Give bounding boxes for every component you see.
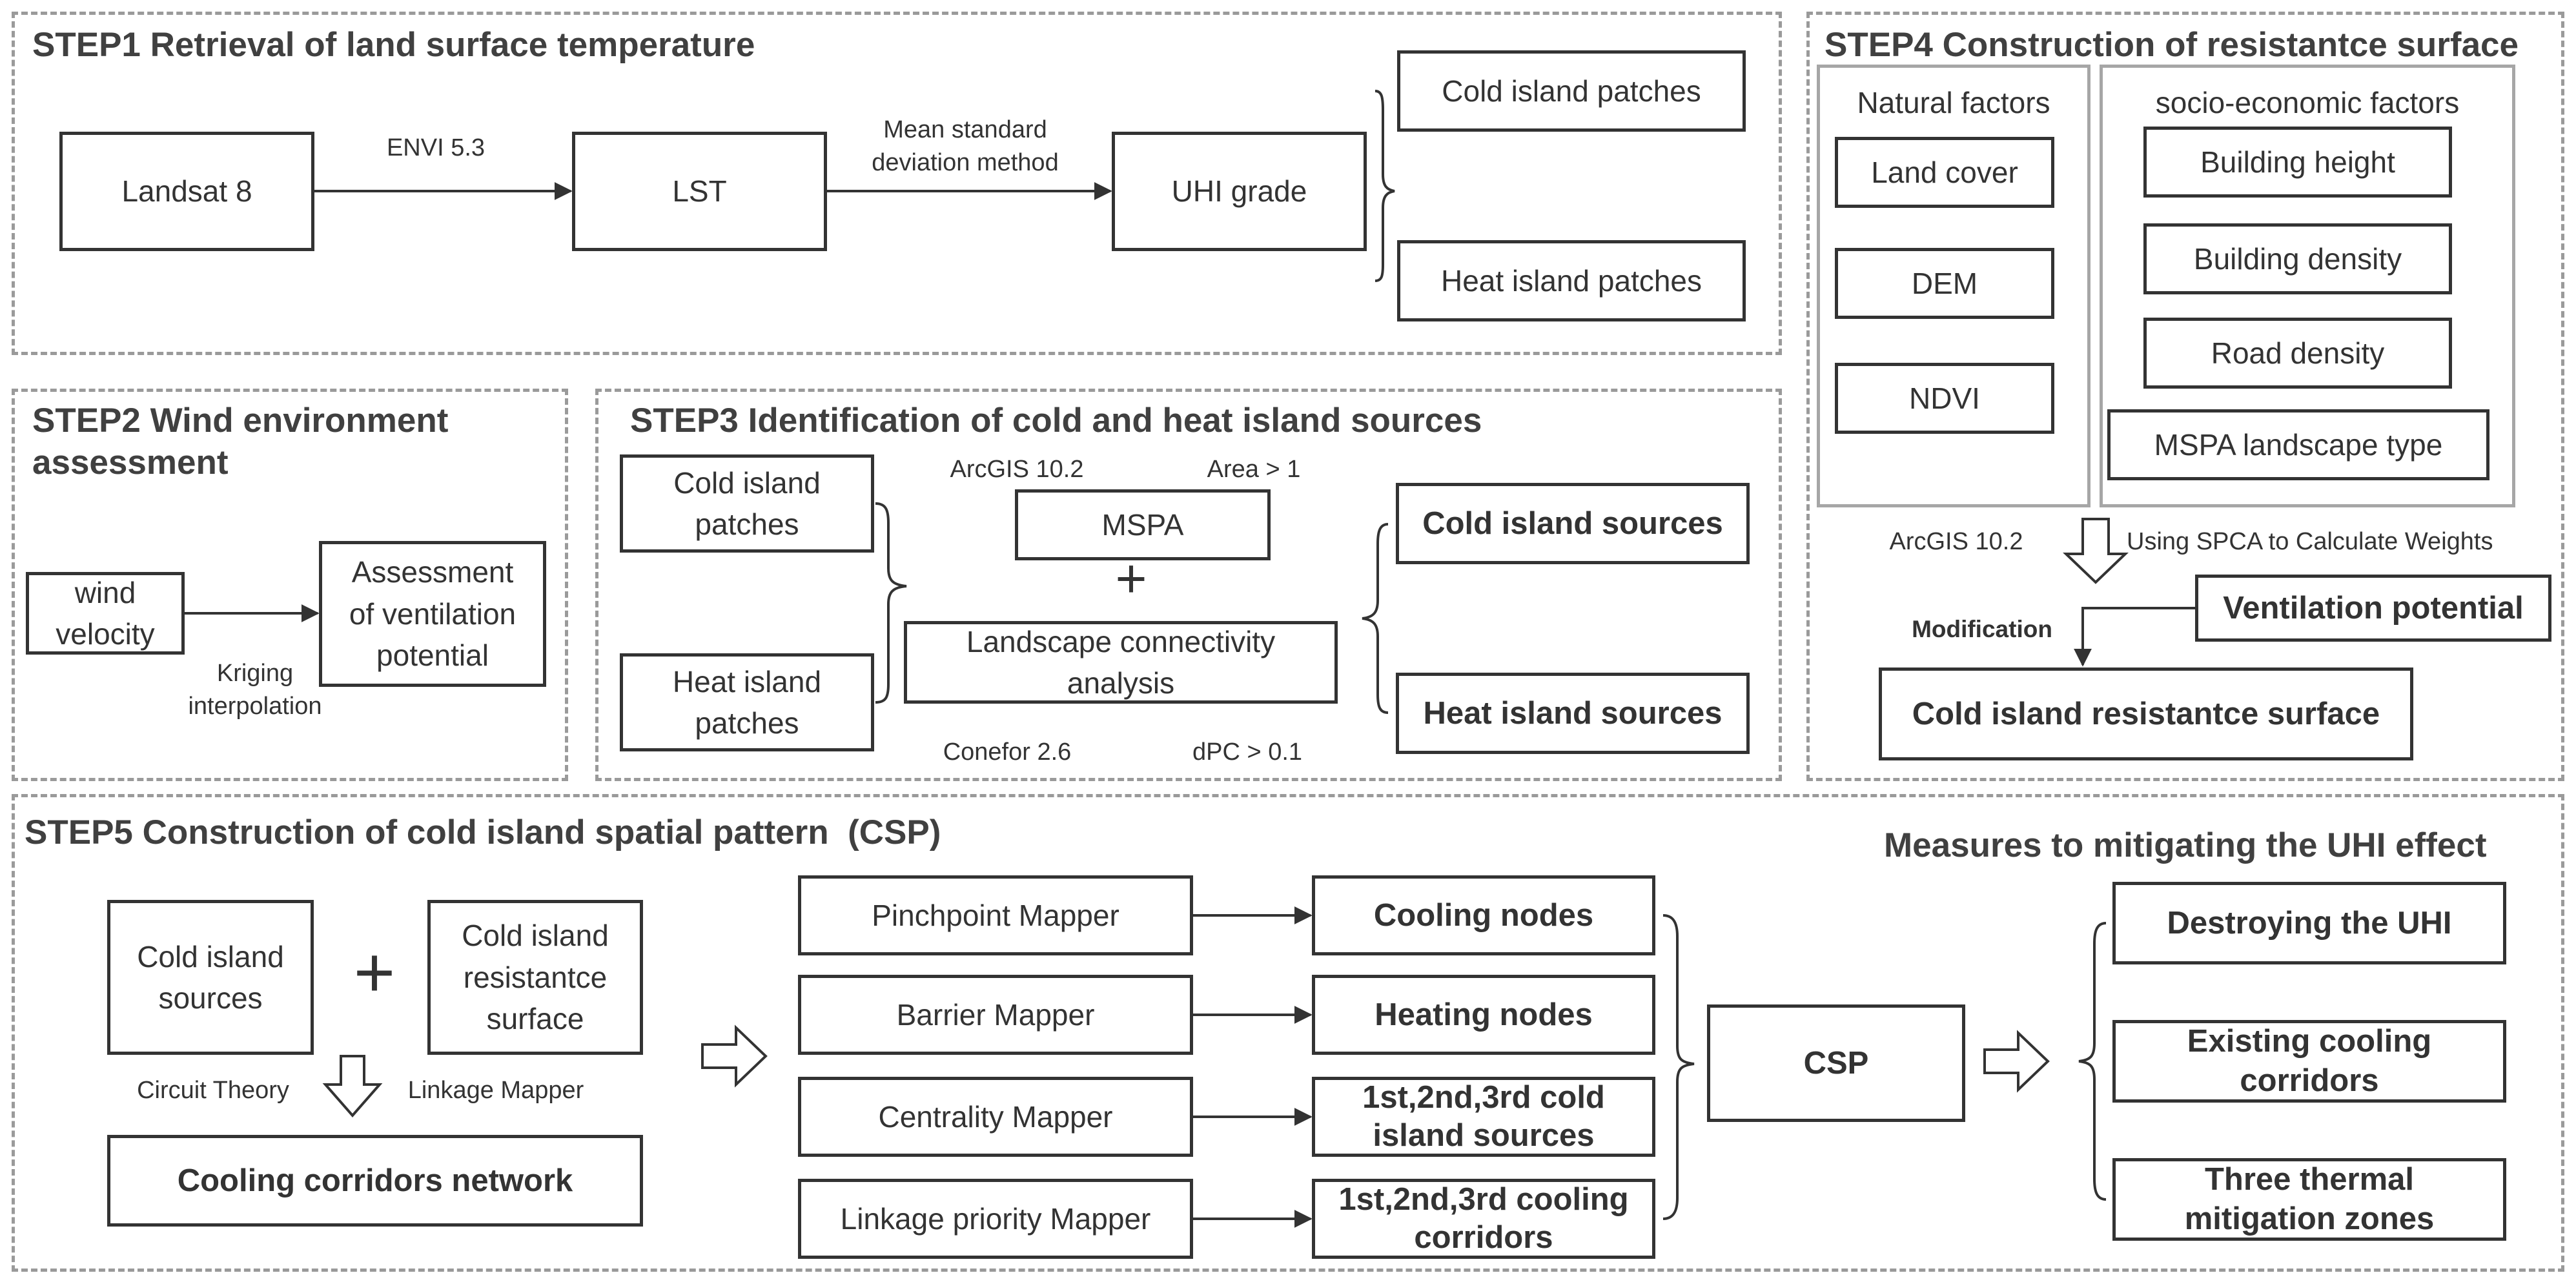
uhi-grade-box: UHI grade (1112, 132, 1367, 251)
existing-corridors-box: Existing cooling corridors (2112, 1020, 2506, 1103)
step2-title: STEP2 Wind environment assessment (32, 402, 449, 482)
outputs-merge-brace (1662, 914, 1695, 1220)
ranked-sources-box: 1st,2nd,3rd cold island sources (1312, 1077, 1655, 1157)
step3-heat-patches-box: Heat island patches (620, 653, 874, 751)
barrier-mapper-box: Barrier Mapper (798, 975, 1193, 1055)
cold-sources-box: Cold island sources (1396, 483, 1750, 564)
dpc-label: dPC > 0.1 (1192, 739, 1303, 766)
step3-cold-patches-box: Cold island patches (620, 454, 874, 553)
heat-patches-box: Heat island patches (1397, 240, 1746, 321)
heating-nodes-box: Heating nodes (1312, 975, 1655, 1055)
building-density-box: Building density (2143, 223, 2452, 294)
spca-label: Using SPCA to Calculate Weights (2127, 528, 2493, 555)
step4-panel (1806, 12, 2564, 781)
socio-factors-panel (2100, 65, 2515, 507)
natural-factors-heading: Natural factors (1857, 86, 2050, 119)
step5-resistance-box: Cold island resistantce surface (427, 900, 643, 1055)
cooling-nodes-box: Cooling nodes (1312, 875, 1655, 955)
step5-cold-sources-box: Cold island sources (107, 900, 314, 1055)
centrality-mapper-box: Centrality Mapper (798, 1077, 1193, 1157)
modification-label: Modification (1912, 616, 2052, 642)
wind-velocity-box: wind velocity (26, 572, 185, 655)
resistance-surface-box: Cold island resistantce surface (1879, 667, 2413, 760)
pinchpoint-mapper-box: Pinchpoint Mapper (798, 875, 1193, 955)
arcgis-step3-label: ArcGIS 10.2 (950, 456, 1084, 483)
corridors-right-arrow-icon (701, 1024, 768, 1088)
mspa-landscape-type-box: MSPA landscape type (2107, 409, 2489, 480)
mspa-box: MSPA (1015, 489, 1271, 560)
envi-label: ENVI 5.3 (386, 134, 486, 161)
sources-split-brace (1362, 523, 1389, 714)
mitigation-zones-box: Three thermal mitigation zones (2112, 1158, 2506, 1241)
ranked-corridors-box: 1st,2nd,3rd cooling corridors (1312, 1179, 1655, 1259)
step5-panel (12, 794, 2564, 1272)
building-height-box: Building height (2143, 127, 2452, 198)
step5-plus-sign: + (353, 933, 396, 1012)
step3-panel (595, 389, 1782, 781)
spca-down-arrow-icon (2063, 518, 2129, 584)
kriging-label: Kriging interpolation (188, 660, 322, 720)
natural-factors-panel (1817, 65, 2090, 507)
linkage-priority-mapper-box: Linkage priority Mapper (798, 1179, 1193, 1259)
step5-title: STEP5 Construction of cold island spatia… (25, 813, 941, 851)
destroying-uhi-box: Destroying the UHI (2112, 882, 2506, 964)
cold-patches-box: Cold island patches (1397, 50, 1746, 132)
lst-box: LST (572, 132, 827, 251)
ventilation-assessment-box: Assessment of ventilation potential (319, 541, 546, 687)
uhi-split-brace (1375, 90, 1395, 282)
ventilation-to-resistance-arrow (2074, 607, 2195, 667)
arcgis-step4-label: ArcGIS 10.2 (1889, 528, 2023, 555)
socio-factors-heading: socio-economic factors (2155, 86, 2460, 119)
step1-title: STEP1 Retrieval of land surface temperat… (32, 26, 755, 64)
conefor-label: Conefor 2.6 (943, 739, 1072, 766)
road-density-box: Road density (2143, 318, 2452, 389)
circuit-down-arrow-icon (322, 1055, 383, 1118)
measures-title: Measures to mitigating the UHI effect (1884, 826, 2487, 864)
dem-box: DEM (1835, 248, 2054, 319)
heat-sources-box: Heat island sources (1396, 673, 1750, 754)
landsat-box: Landsat 8 (59, 132, 314, 251)
ndvi-box: NDVI (1835, 363, 2054, 434)
csp-box: CSP (1707, 1004, 1965, 1122)
connectivity-box: Landscape connectivity analysis (904, 621, 1338, 704)
circuit-theory-label: Circuit Theory (137, 1077, 289, 1104)
patches-merge-brace (875, 502, 907, 704)
measures-split-brace (2078, 922, 2107, 1201)
step2-panel (12, 389, 568, 781)
step4-title: STEP4 Construction of resistantce surfac… (1825, 26, 2519, 64)
area-label: Area > 1 (1207, 456, 1301, 483)
land-cover-box: Land cover (1835, 137, 2054, 208)
csp-right-arrow-icon (1983, 1030, 2050, 1093)
ventilation-potential-box: Ventilation potential (2195, 575, 2551, 642)
method-label: Mean standard deviation method (872, 116, 1059, 177)
linkage-mapper-label: Linkage Mapper (407, 1077, 584, 1104)
step3-title: STEP3 Identification of cold and heat is… (630, 402, 1482, 440)
corridors-network-box: Cooling corridors network (107, 1135, 643, 1227)
step1-panel (12, 12, 1782, 355)
step3-plus-sign: + (1115, 548, 1147, 609)
